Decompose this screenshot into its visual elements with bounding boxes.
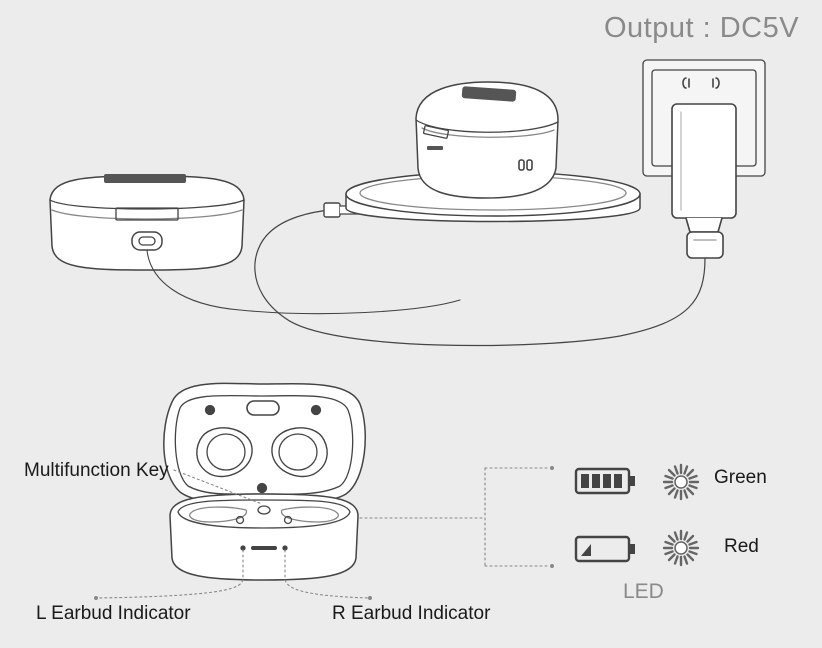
charging-case-on-pad [415,81,559,199]
output-spec-label: Output : DC5V [604,12,800,44]
right-earbud-indicator-label: R Earbud Indicator [332,603,491,624]
open-charging-case-icon [163,382,367,581]
multifunction-key-callout [173,469,263,505]
power-adapter-icon [671,103,737,259]
battery-low-icon [574,535,635,563]
led-light-icon [662,463,700,501]
led-light-icon [662,529,700,567]
left-earbud-indicator-label: L Earbud Indicator [36,603,191,624]
charging-cable [254,209,706,347]
multifunction-key-label: Multifunction Key [24,460,169,481]
charging-case-icon [49,174,461,315]
right-indicator-callout [284,549,371,599]
red-led-label: Red [724,536,759,557]
left-indicator-callout [95,549,244,599]
green-led-label: Green [714,467,767,488]
battery-full-icon [574,467,635,495]
callout-lines [95,467,551,599]
led-label: LED [623,580,664,603]
